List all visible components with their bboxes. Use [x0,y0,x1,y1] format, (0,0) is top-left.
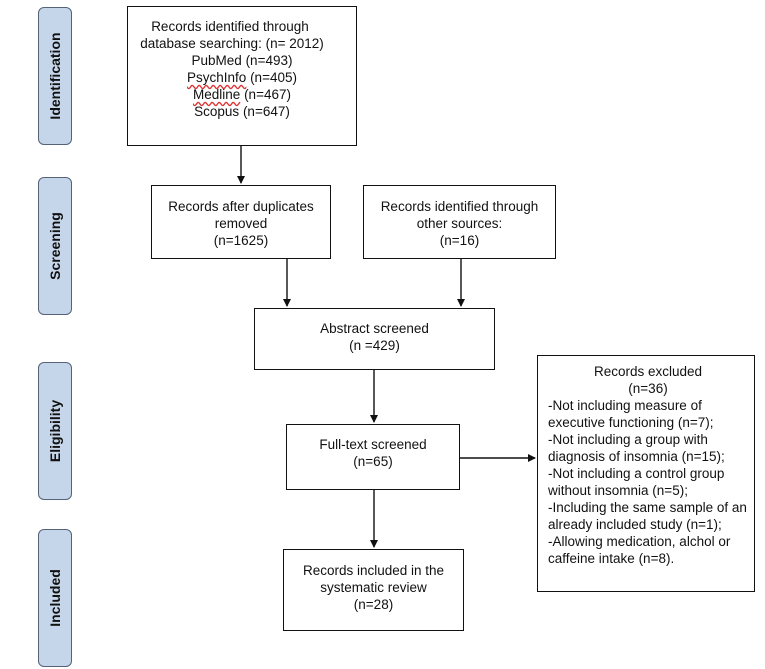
excluded-reason-line: diagnosis of insomnia (n=15); [548,449,725,464]
source-pubmed: PubMed (n=493) [191,53,293,68]
duplicates-count: (n=1625) [213,233,269,248]
excluded-reason-line: -Allowing medication, alchol or [548,534,731,549]
fulltext-screened-box: Full-text screened (n=65) [286,424,460,490]
stage-identification-tab: Identification [38,7,72,145]
excluded-reason-line: -Including the same sample of an [548,500,747,515]
duplicates-removed-box: Records after duplicates removed (n=1625… [151,185,331,259]
included-count: (n=28) [353,597,394,612]
other-sources-box: Records identified through other sources… [363,185,556,259]
stage-screening-tab: Screening [38,177,72,315]
source-psychinfo: PsychInfo (n=405) [187,70,297,85]
excluded-reason-line: executive functioning (n=7); [548,415,714,430]
excluded-reason-line: -Not including a group with [548,432,708,447]
excluded-reason-line: without insomnia (n=5); [548,483,688,498]
abstract-count: (n =429) [349,338,400,353]
stage-included-tab: Included [38,529,72,667]
included-line2: systematic review [320,580,427,595]
excluded-records-box: Records excluded (n=36) -Not including m… [537,355,755,592]
excluded-reason-line: caffeine intake (n=8). [548,551,675,566]
duplicates-line1: Records after duplicates [168,199,314,214]
abstract-label: Abstract screened [320,321,429,336]
other-line2: other sources: [416,216,503,231]
duplicates-line2: removed [214,216,268,231]
fulltext-count: (n=65) [353,454,393,469]
abstract-screened-box: Abstract screened (n =429) [254,308,495,370]
stage-eligibility-tab: Eligibility [38,362,72,500]
identified-line1: Records identified through [151,19,309,34]
excluded-reason-line: already included study (n=1); [548,517,722,532]
other-line1: Records identified through [380,199,539,214]
other-count: (n=16) [439,233,480,248]
identified-records-box: Records identified through database sear… [127,6,357,146]
source-medline: Medline (n=467) [193,87,291,102]
included-line1: Records included in the [302,563,445,578]
excluded-reason-line: -Not including measure of [548,398,702,413]
excluded-title: Records excluded [593,364,703,379]
source-scopus: Scopus (n=647) [194,104,290,119]
identified-line2: database searching: (n= 2012) [140,36,324,51]
excluded-count: (n=36) [628,381,668,396]
included-records-box: Records included in the systematic revie… [283,549,464,631]
excluded-reason-line: -Not including a control group [548,466,725,481]
fulltext-label: Full-text screened [319,437,427,452]
